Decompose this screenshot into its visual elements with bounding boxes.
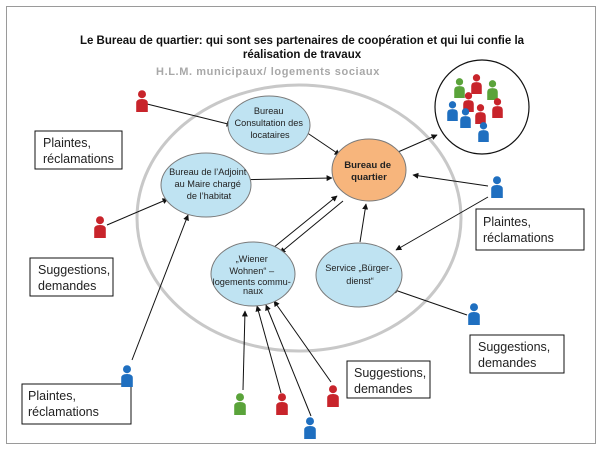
box-suggestions-right-line2: demandes [478,356,536,370]
box-plaintes-bottom-left [21,383,132,425]
svg-text:Service „Bürger- dienst“: Service „Bürger- dienst“ [325,263,394,286]
node-bureau-line2: quartier [351,172,387,183]
node-wiener-wohnen [210,241,296,307]
svg-text:Bureau Consultation des: Bureau Consultation des locataires [234,106,305,140]
svg-text:Plaintes, réclamations: Plaintes, réclamations [43,136,114,166]
svg-text:Suggestions, demandes: Suggestions, demandes [354,366,430,396]
box-suggestions-bottom [346,360,431,399]
person-blue-right-icon [491,176,503,198]
node-wiener-line1: „Wiener [236,254,268,264]
arrow-person-bottom-left-to-adjoint [131,214,189,361]
svg-text:Suggestions, demandes: Suggestions, demandes [478,340,554,370]
node-bureau-line1: Bureau de [344,160,391,171]
box-suggestions-bottom-line2: demandes [354,382,412,396]
arrow-bureau-to-residents [397,134,438,153]
box-plaintes-right-line1: Plaintes, [483,215,531,229]
svg-text:Bureau de quartier: Bureau de quartier [344,160,394,183]
box-suggestions-left-line1: Suggestions, [38,263,110,277]
person-red-bottom-icon [276,393,288,415]
box-plaintes-right-line2: réclamations [483,231,554,245]
node-adjoint-line2: au Maire chargé [175,179,241,189]
svg-text:Suggestions, demandes: Suggestions, demandes [38,263,114,293]
node-adjoint-maire [160,152,252,218]
box-suggestions-right-line1: Suggestions, [478,340,550,354]
node-service-line2: dienst“ [346,276,374,286]
person-red-left-icon [94,216,106,238]
arrow-person-right-to-bureau [412,172,489,187]
node-consultation-line2: Consultation des [234,118,303,128]
box-plaintes-top-left-line1: Plaintes, [43,136,91,150]
person-blue-bottom-left-icon [121,365,133,387]
svg-text:„Wiener Wohnen“ –: „Wiener Wohnen“ – logements commu- naux [213,254,294,296]
arrow-person-right-to-service [395,196,489,251]
node-bureau-de-quartier [331,138,407,202]
person-blue-right-bottom-icon [468,303,480,325]
node-service-buergerdienst [315,242,403,308]
diagram-subtitle: H.L.M. municipaux/ logements sociaux [156,66,380,78]
arrow-wiener-to-bureau [272,195,338,249]
node-wiener-line4: naux [243,286,263,296]
arrow-green-person-to-wiener [241,310,248,391]
arrow-person-right-bottom-to-service [391,287,468,316]
arrow-person-left-to-adjoint [106,198,169,226]
box-suggestions-left [29,257,114,297]
box-plaintes-bottom-left-line2: réclamations [28,405,99,419]
node-service-line1: Service „Bürger- [325,263,392,273]
box-plaintes-top-left [34,130,123,170]
arrow-person-to-consultation [146,103,233,127]
box-plaintes-bottom-left-line1: Plaintes, [28,389,76,403]
diagram-title-line2: réalisation de travaux [243,49,362,61]
node-consultation-line1: Bureau [254,106,284,116]
svg-text:Bureau de l’Adjoint au M: Bureau de l’Adjoint au Maire chargé de l… [169,167,249,201]
node-wiener-line3: logements commu- [213,277,291,287]
node-adjoint-line1: Bureau de l’Adjoint [169,167,247,177]
person-red-top-left-icon [136,90,148,112]
box-plaintes-top-left-line2: réclamations [43,152,114,166]
svg-text:Plaintes, réclamations: Plaintes, réclamations [483,215,554,245]
person-green-bottom-icon [234,393,246,415]
arrow-blue-person-to-wiener [265,304,312,417]
diagram-title-line1: Le Bureau de quartier: qui sont ses part… [80,35,525,47]
person-blue-bottom-icon [304,417,316,439]
svg-text:Plaintes, réclamations: Plaintes, réclamations [28,389,99,419]
box-suggestions-left-line2: demandes [38,279,96,293]
person-red-bottom-right-icon [327,385,339,407]
hlm-outer-ellipse [135,83,463,353]
node-consultation-line3: locataires [250,130,290,140]
box-plaintes-right [475,208,585,251]
arrow-red-person2-to-wiener [273,300,332,383]
node-adjoint-line3: de l’habitat [187,191,232,201]
node-consultation [227,95,311,155]
box-suggestions-right [469,334,565,374]
node-wiener-line2: Wohnen“ – [229,266,275,276]
box-suggestions-bottom-line1: Suggestions, [354,366,426,380]
arrow-red-person-to-wiener [255,305,282,394]
arrow-service-to-bureau [359,203,369,243]
arrow-bureau-to-wiener [279,200,344,254]
